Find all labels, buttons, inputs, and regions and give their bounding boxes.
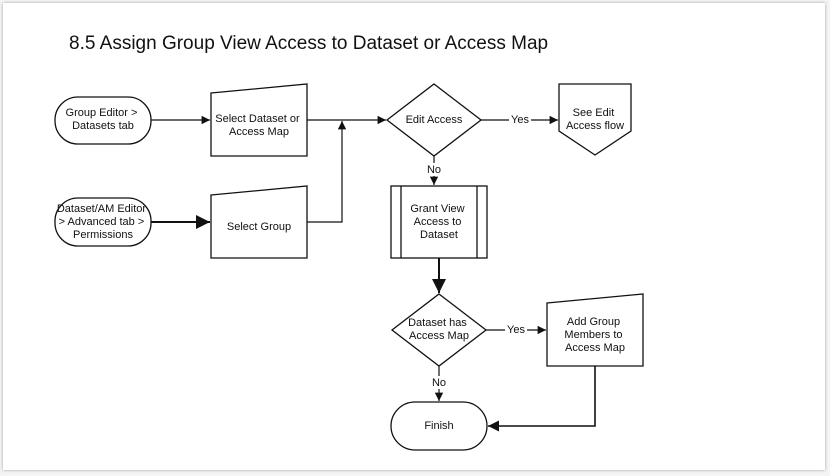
- select-dataset-shape: [210, 83, 308, 157]
- see-edit-label: See Edit Access flow: [566, 107, 624, 132]
- finish-label: Finish: [424, 420, 453, 432]
- edge-add-members-to-finish: [488, 366, 596, 432]
- edit-access-label: Edit Access: [406, 114, 463, 126]
- add-members-label: Add Group Members to Access Map: [564, 316, 625, 354]
- group-editor-label: Group Editor > Datasets tab: [66, 107, 141, 132]
- edge-label-yes-2: Yes: [507, 324, 525, 336]
- see-edit-connector: [558, 83, 632, 156]
- grant-view-label: Grant View Access to Dataset: [410, 203, 467, 241]
- select-group-shape: [210, 185, 308, 259]
- am-editor-label: Dataset/AM Editor > Advanced tab > Permi…: [57, 203, 149, 241]
- grant-view-process: [390, 185, 488, 259]
- edge-label-yes-1: Yes: [511, 114, 529, 126]
- add-members-shape: [546, 293, 644, 367]
- page-title: 8.5 Assign Group View Access to Dataset …: [69, 33, 549, 54]
- edge-label-no-2: No: [432, 377, 446, 389]
- select-dataset-label: Select Dataset or Access Map: [215, 113, 302, 138]
- select-group-label: Select Group: [227, 221, 291, 233]
- edge-label-no-1: No: [427, 164, 441, 176]
- finish-terminator: [390, 401, 488, 451]
- has-map-label: Dataset has Access Map: [408, 317, 470, 342]
- edge-select-group-to-junction: [307, 121, 347, 223]
